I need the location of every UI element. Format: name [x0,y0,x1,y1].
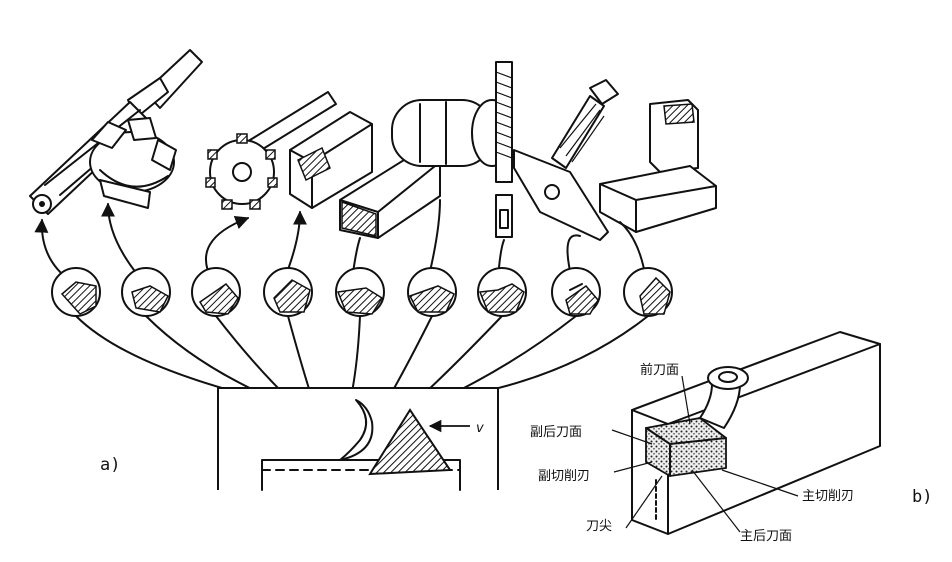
label-b: b) [912,487,932,507]
label-major-flank: 主后刀面 [740,529,792,544]
drill-tool [495,61,513,238]
label-minor-cutting-edge: 副切削刃 [538,469,590,484]
tap-tool [513,79,619,241]
detail-circle-2 [121,267,171,317]
detail-circle-6 [407,267,457,317]
circle-connectors [75,315,649,393]
detail-circle-1 [51,267,101,317]
detail-circle-7 [477,267,527,317]
label-tool-tip: 刀尖 [586,519,612,534]
label-minor-flank: 副后刀面 [530,425,582,440]
clamp-screw [699,366,749,429]
detail-circle-3 [191,267,241,317]
shaper-tool [599,99,717,233]
insert-block-tool [289,111,373,209]
detail-circle-8 [551,267,601,317]
detail-circle-9 [623,267,673,317]
detail-circle-4 [263,267,313,317]
label-rake-face: 前刀面 [640,362,679,378]
velocity-label: v [476,421,484,436]
part-b: 前刀面 副后刀面 副切削刃 刀尖 主切削刃 主后刀面 b) [530,331,932,544]
cutting-process-box: v [217,387,499,491]
tool-insert [645,417,727,477]
detail-circle-5 [335,267,385,317]
disk-cutter-tool [205,91,337,210]
label-major-cutting-edge: 主切削刃 [802,489,854,504]
label-a: a) [100,455,120,475]
leader-lines [611,375,799,533]
insert-detail-circles [51,267,673,317]
cylinder-wheel-tool [391,99,513,167]
part-a: v a) [29,49,717,491]
turning-tool [339,149,441,239]
face-mill-tool [89,117,177,209]
